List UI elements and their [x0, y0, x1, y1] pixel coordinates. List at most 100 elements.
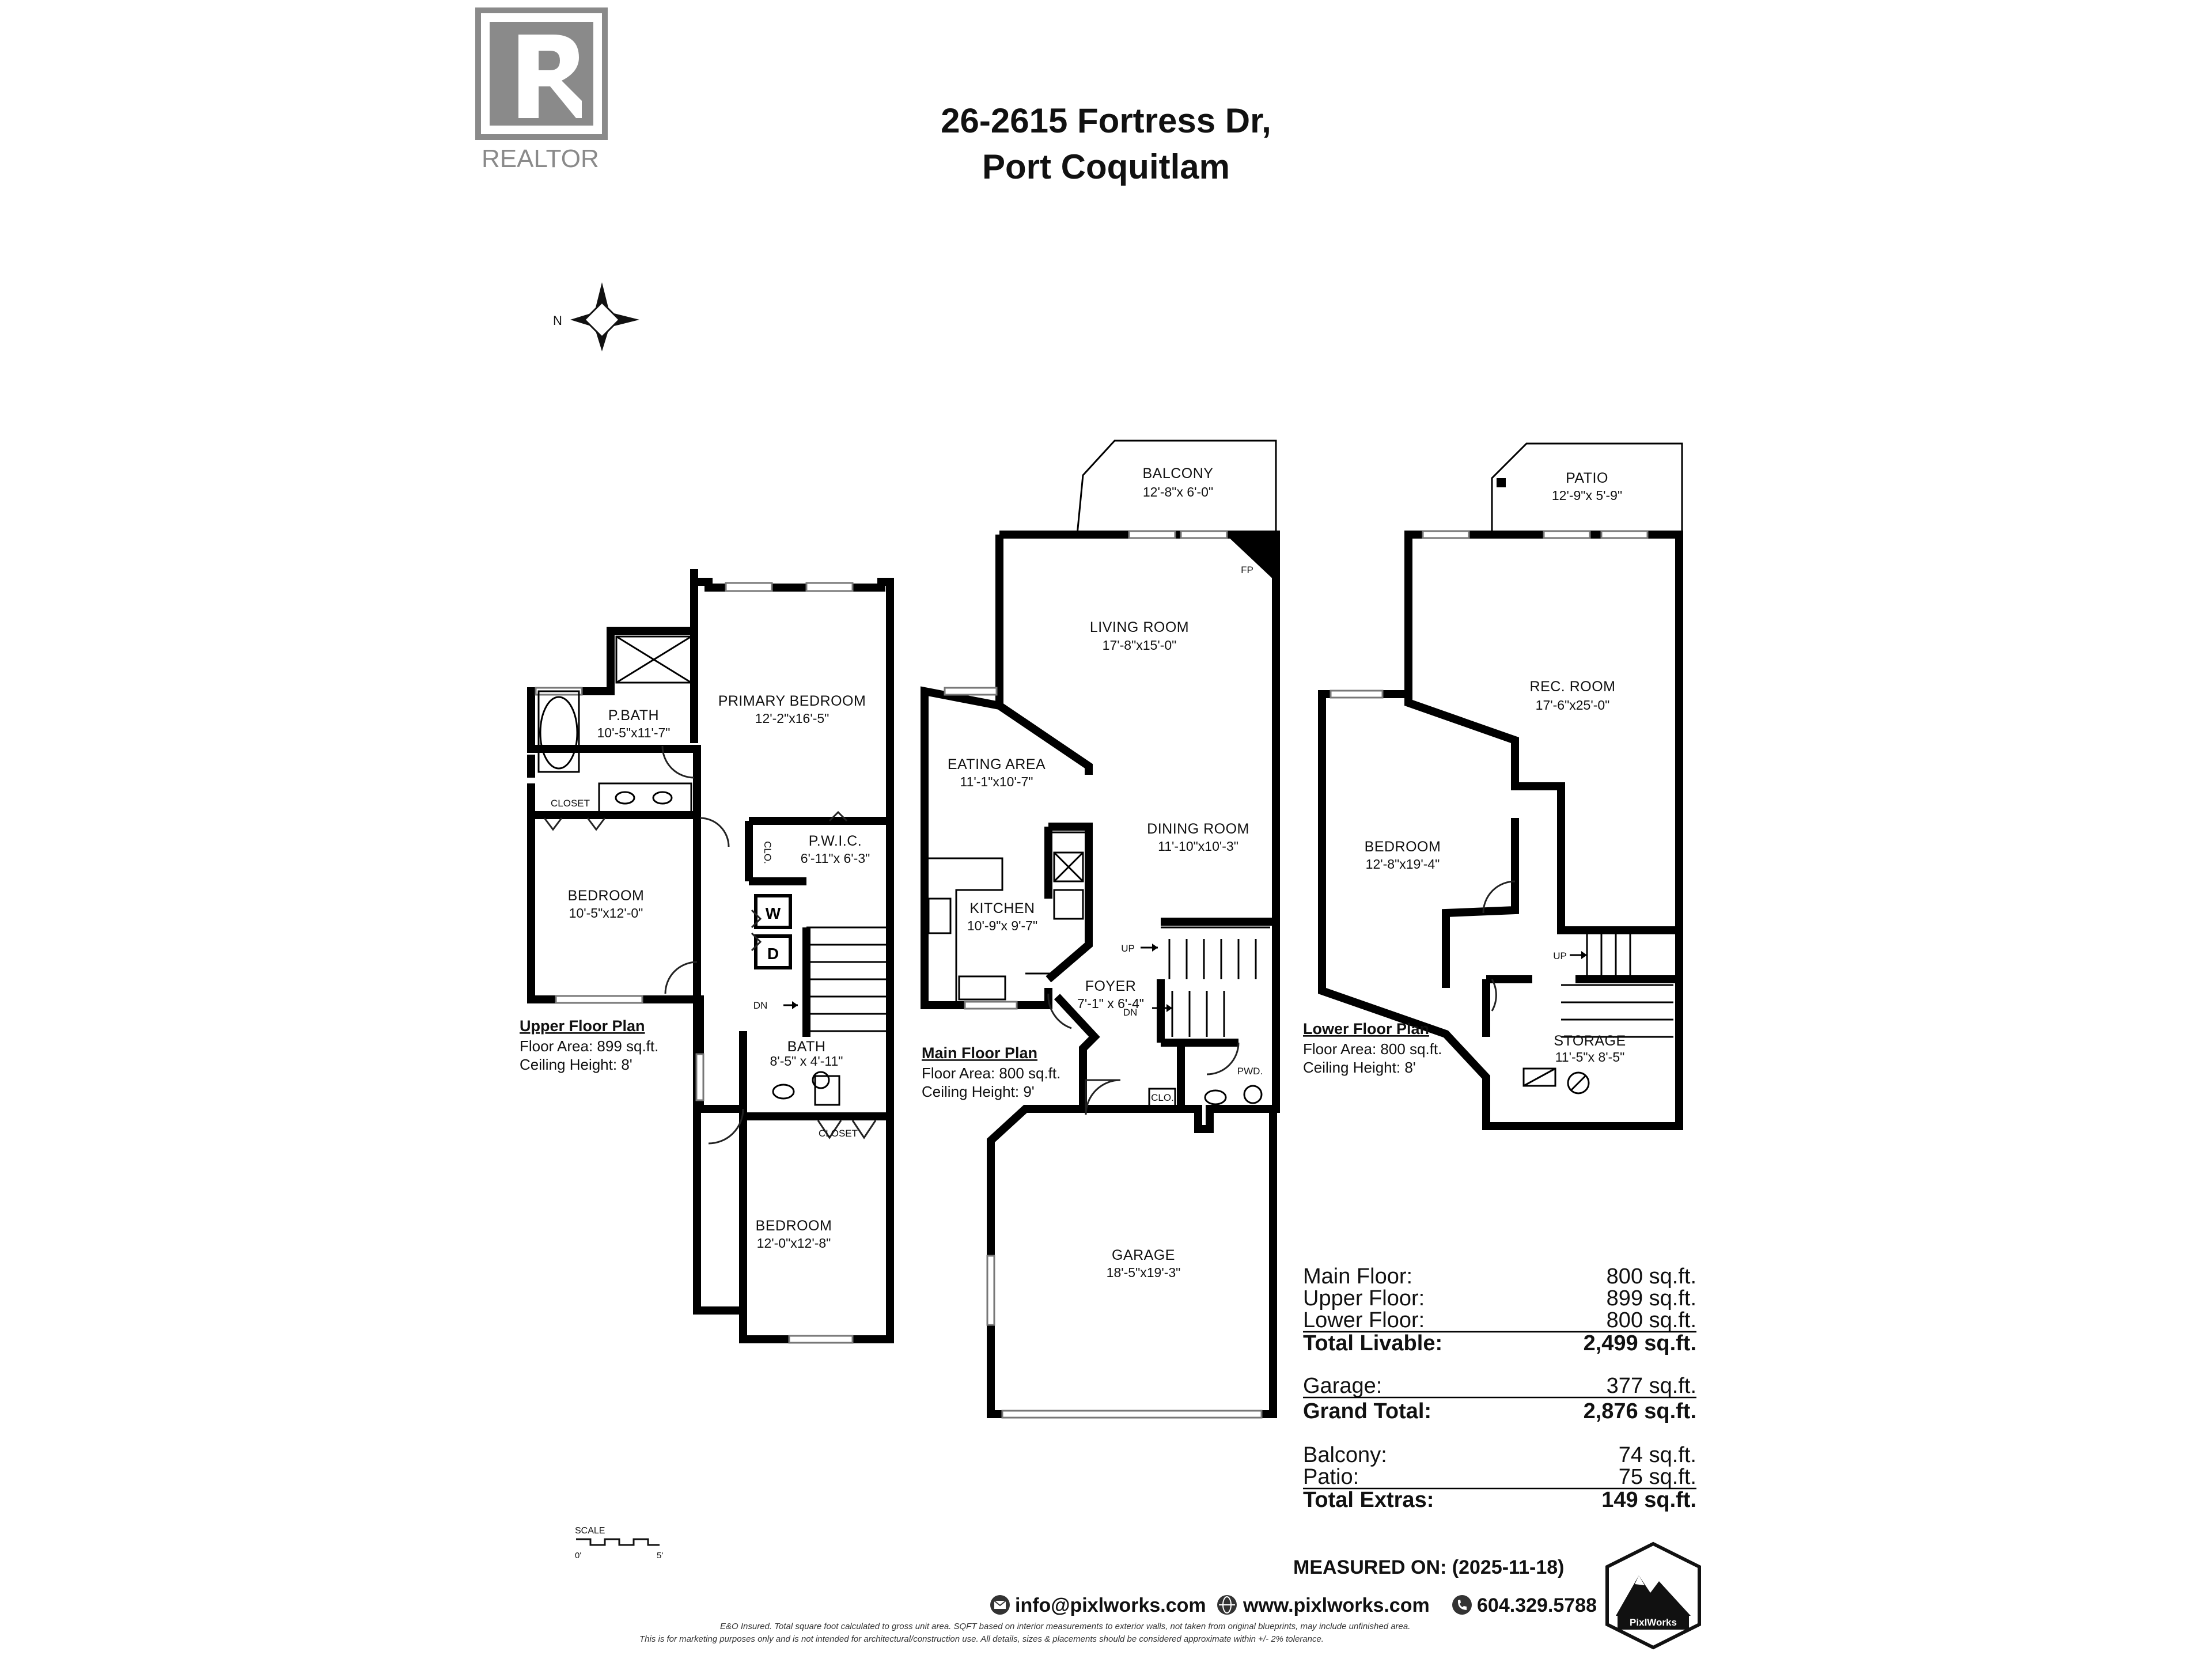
main-floor-plan: FP UP DN CL — [921, 440, 1280, 1419]
sink-icon — [615, 791, 635, 805]
north-compass-icon: N — [553, 282, 639, 351]
summary-total-value: 2,876 sq.ft. — [1584, 1399, 1696, 1423]
stairs-up-label: UP — [1121, 943, 1135, 954]
balcony-outline — [1076, 440, 1277, 535]
phone-icon — [1452, 1595, 1472, 1615]
room-name: P.BATH — [608, 707, 659, 724]
stove-icon — [927, 897, 952, 934]
room-name: LIVING ROOM — [1090, 619, 1189, 635]
floor-plan-title: Lower Floor Plan — [1303, 1020, 1429, 1037]
summary-label: Garage: — [1303, 1374, 1382, 1398]
sink-icon — [772, 1084, 795, 1100]
room-name: BALCONY — [1143, 465, 1214, 482]
disclaimer-line-2: This is for marketing purposes only and … — [639, 1634, 1324, 1644]
area-summary-table: Main Floor: 800 sq.ft. Upper Floor: 899 … — [1303, 1264, 1696, 1512]
bathtub-icon — [814, 1075, 840, 1106]
disclaimer-line-1: E&O Insured. Total square foot calculate… — [720, 1622, 1410, 1631]
patio-outline — [1491, 442, 1683, 535]
stairs-icon — [1561, 933, 1673, 1038]
room-name: BEDROOM — [1365, 839, 1441, 855]
fireplace-label: FP — [1241, 565, 1253, 575]
toilet-icon — [812, 1071, 830, 1089]
room-dimensions: 11'-5"x 8'-5" — [1555, 1050, 1625, 1065]
room-name: P.W.I.C. — [809, 833, 862, 849]
footer: MEASURED ON: (2025-11-18) info@pixlworks… — [639, 1541, 1701, 1650]
room-name: FOYER — [1085, 978, 1137, 994]
room-dimensions: 12'-8"x19'-4" — [1366, 857, 1440, 872]
ceiling-height: Ceiling Height: 8' — [1303, 1059, 1416, 1076]
ceiling-height: Ceiling Height: 8' — [520, 1056, 632, 1073]
summary-label: Patio: — [1303, 1465, 1359, 1489]
contact-email[interactable]: info@pixlworks.com — [1015, 1594, 1206, 1616]
kitchen-counter — [929, 857, 1003, 1002]
water-heater-icon — [1522, 1067, 1556, 1087]
summary-total-label: Total Extras: — [1303, 1488, 1434, 1512]
measured-on: MEASURED ON: (2025-11-18) — [1293, 1556, 1564, 1578]
dryer-icon — [754, 934, 792, 969]
summary-total-value: 2,499 sq.ft. — [1584, 1331, 1696, 1355]
room-name: CLOSET — [819, 1128, 858, 1139]
contact-website[interactable]: www.pixlworks.com — [1243, 1594, 1430, 1616]
floor-plan-title: Main Floor Plan — [922, 1044, 1037, 1062]
summary-label: Lower Floor: — [1303, 1308, 1425, 1332]
contact-phone[interactable]: 604.329.5788 — [1477, 1594, 1597, 1616]
room-name: PATIO — [1566, 470, 1608, 486]
realtor-wordmark: REALTOR — [482, 145, 599, 173]
room-dimensions: 12'-9"x 5'-9" — [1552, 488, 1622, 503]
scale-zero: 0' — [575, 1551, 581, 1560]
pixlworks-wordmark: PixlWorks — [1630, 1617, 1677, 1628]
washer-label: W — [766, 904, 781, 922]
lower-floor-plan: UP PATIO 12'-9"x 5'-9" REC. ROOM 17'-6"x… — [1303, 442, 1683, 1130]
room-name: EATING AREA — [948, 756, 1046, 772]
closet-label: CLO. — [1151, 1092, 1174, 1103]
bathtub-icon — [539, 696, 578, 770]
floor-area: Floor Area: 899 sq.ft. — [520, 1037, 658, 1055]
room-dimensions: 12'-8"x 6'-0" — [1143, 484, 1213, 499]
summary-value: 377 sq.ft. — [1607, 1374, 1696, 1398]
floor-area: Floor Area: 800 sq.ft. — [1303, 1040, 1442, 1058]
room-dimensions: 10'-5"x11'-7" — [597, 725, 671, 740]
room-name: BEDROOM — [568, 888, 645, 904]
stairs-icon — [1161, 926, 1270, 1037]
globe-icon — [1217, 1595, 1237, 1615]
room-dimensions: 12'-0"x12'-8" — [757, 1236, 831, 1251]
room-dimensions: 17'-8"x15'-0" — [1103, 638, 1177, 653]
address-line-1: 26-2615 Fortress Dr, — [941, 101, 1271, 140]
address-line-2: Port Coquitlam — [982, 147, 1230, 186]
summary-value: 75 sq.ft. — [1619, 1465, 1696, 1489]
washer-icon — [754, 894, 792, 929]
summary-value: 800 sq.ft. — [1607, 1308, 1696, 1332]
summary-label: Main Floor: — [1303, 1264, 1412, 1289]
realtor-logo: REALTOR — [475, 7, 608, 173]
room-dimensions: 8'-5" x 4'-11" — [770, 1054, 843, 1069]
room-dimensions: 12'-2"x16'-5" — [755, 711, 830, 726]
closet-label: CLO. — [762, 841, 773, 864]
scale-label: SCALE — [575, 1526, 605, 1536]
room-name: BATH — [787, 1039, 826, 1055]
room-dimensions: 18'-5"x19'-3" — [1107, 1265, 1181, 1280]
room-name: STORAGE — [1554, 1033, 1626, 1049]
sink-icon — [652, 791, 673, 805]
stairs-up-label: UP — [1553, 950, 1567, 961]
room-name: CLOSET — [551, 798, 590, 809]
room-name: GARAGE — [1112, 1247, 1175, 1263]
room-dimensions: 11'-10"x10'-3" — [1158, 839, 1238, 854]
sink-icon — [1204, 1089, 1227, 1105]
upper-floor-plan: W D DN PRIMARY BEDROOM 12'-2"x16'-5" P.B… — [520, 569, 894, 1344]
email-icon — [990, 1595, 1010, 1615]
stairs-down-label: DN — [1123, 1007, 1138, 1018]
powder-room-label: PWD. — [1237, 1066, 1263, 1077]
summary-label: Balcony: — [1303, 1443, 1387, 1467]
summary-total-label: Total Livable: — [1303, 1331, 1442, 1355]
floor-area: Floor Area: 800 sq.ft. — [922, 1065, 1060, 1082]
shower-icon — [615, 635, 692, 684]
ceiling-height: Ceiling Height: 9' — [922, 1083, 1035, 1100]
furnace-icon — [1567, 1071, 1590, 1094]
room-dimensions: 10'-9"x 9'-7" — [967, 918, 1037, 933]
room-dimensions: 10'-5"x12'-0" — [569, 906, 643, 921]
scale-five: 5' — [657, 1551, 663, 1560]
summary-total-value: 149 sq.ft. — [1601, 1488, 1696, 1512]
summary-value: 899 sq.ft. — [1607, 1286, 1696, 1310]
room-name: REC. ROOM — [1530, 679, 1616, 695]
summary-value: 74 sq.ft. — [1619, 1443, 1696, 1467]
